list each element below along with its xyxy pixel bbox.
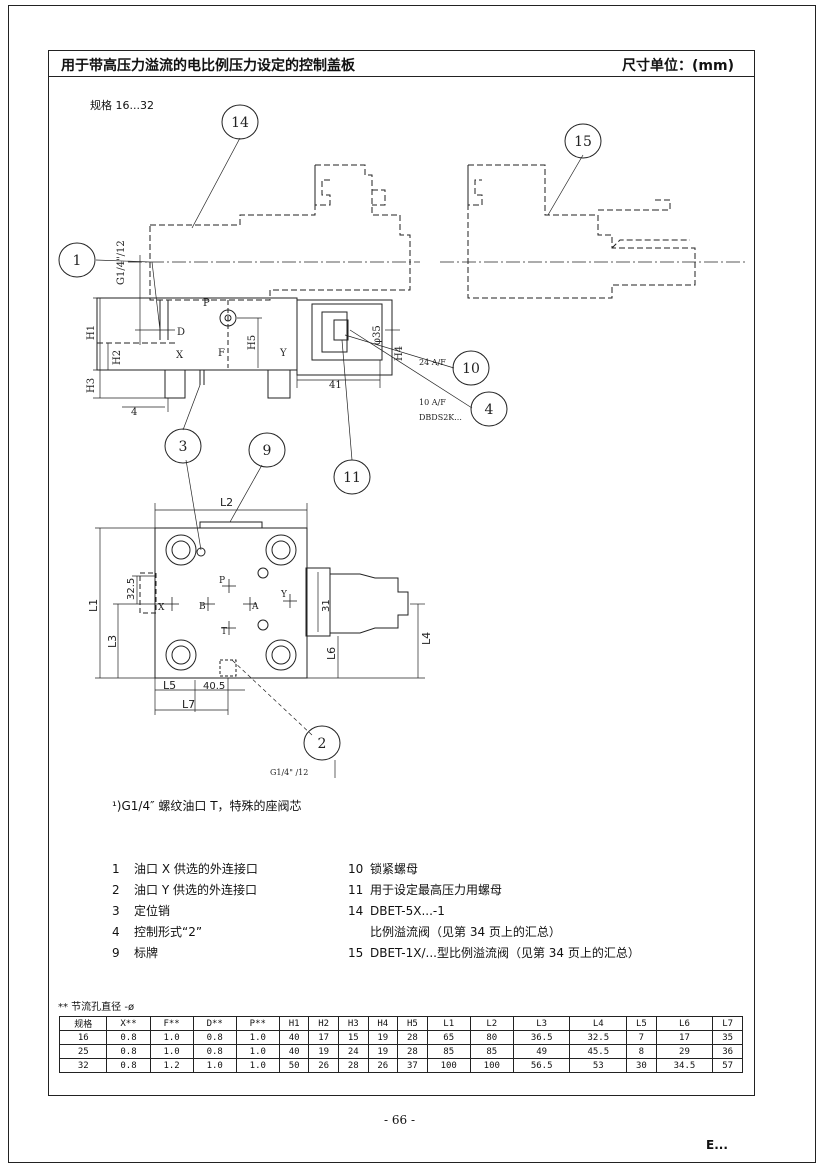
dim-10af: 10 A/F <box>419 398 446 407</box>
dim-x: X <box>176 350 184 361</box>
brand-mark: E... <box>706 1138 728 1152</box>
title-bar: 用于带高压力溢流的电比例压力设定的控制盖板 尺寸单位：(mm) <box>49 51 754 77</box>
dim-l2: L2 <box>220 496 233 509</box>
callouts <box>58 104 602 761</box>
leader-lines <box>95 137 584 736</box>
callout-10 <box>452 350 490 386</box>
dim-p: P <box>203 298 210 309</box>
page-number: - 66 - <box>384 1113 416 1127</box>
dim-41: 41 <box>329 380 342 391</box>
callout-14 <box>221 104 259 140</box>
dim-l5: L5 <box>163 679 176 692</box>
dim-y: Y <box>279 348 287 359</box>
dim-l1: L1 <box>87 599 100 612</box>
callout-15 <box>564 123 602 159</box>
top-view-dims <box>95 503 425 778</box>
dim-g14-12: G1/4"/12 <box>116 240 127 285</box>
dim-l3: L3 <box>106 635 119 648</box>
callout-3-label: 3 <box>179 439 188 455</box>
dim-4: 4 <box>131 407 137 418</box>
callout-11 <box>333 459 371 495</box>
dim-32-5: 32.5 <box>126 578 137 600</box>
page-title: 用于带高压力溢流的电比例压力设定的控制盖板 <box>61 58 355 74</box>
port-b-label: B <box>199 602 206 612</box>
dim-h3: H3 <box>86 378 97 393</box>
valve-14-outline <box>149 164 411 301</box>
port-y-label: Y <box>280 590 288 600</box>
callout-2 <box>303 725 341 761</box>
port-t-label: T <box>221 627 227 637</box>
legend-item: 比例溢流阀（见第 34 页上的汇总） <box>370 925 561 939</box>
port-marks <box>165 579 297 635</box>
callout-1 <box>58 242 96 278</box>
callout-14-label: 14 <box>231 115 249 131</box>
dim-40-5: 40.5 <box>203 681 225 692</box>
dim-l7: L7 <box>182 698 195 711</box>
content-frame: 用于带高压力溢流的电比例压力设定的控制盖板 尺寸单位：(mm) <box>48 50 755 1096</box>
callout-11-label: 11 <box>343 470 361 486</box>
dim-dbds: DBDS2K... <box>419 413 462 422</box>
callout-2-label: 2 <box>318 736 327 752</box>
callout-9-label: 9 <box>263 443 272 459</box>
dim-h2: H2 <box>112 350 123 365</box>
dim-phi35: φ35 <box>372 325 383 345</box>
callout-9 <box>248 432 286 468</box>
port-x-label: X <box>158 603 165 613</box>
footnote: ¹)G1/4″ 螺纹油口 T，特殊的座阀芯 <box>112 799 302 813</box>
dim-h1: H1 <box>86 325 97 340</box>
side-view-body <box>96 297 393 399</box>
port-a-label: A <box>251 602 259 612</box>
dim-d: D <box>177 327 185 338</box>
dim-h4: H4 <box>394 346 405 361</box>
callout-4 <box>470 391 508 427</box>
page-border <box>8 5 816 1163</box>
unit-label: 尺寸单位：(mm) <box>622 58 734 74</box>
dim-l6: L6 <box>325 647 338 660</box>
spec-label: 规格 16...32 <box>90 99 154 112</box>
side-view-dims <box>93 255 400 412</box>
callout-10-label: 10 <box>462 361 480 377</box>
dim-f: F <box>218 348 225 359</box>
dim-31: 31 <box>321 599 332 612</box>
dim-l4: L4 <box>420 632 433 645</box>
callout-4-label: 4 <box>485 402 494 418</box>
table-note: ** 节流孔直径 -ø <box>58 1002 135 1013</box>
dim-g14-12-bottom: G1/4" /12 <box>270 768 308 777</box>
callout-3 <box>164 428 202 464</box>
technical-drawing: G1/4"/12 H1 H2 H3 D X P F Y H5 4 41 φ35 … <box>58 104 745 778</box>
top-view-body <box>139 521 409 679</box>
callout-15-label: 15 <box>574 134 592 150</box>
valve-15-outline <box>467 164 696 299</box>
dim-24af: 24 A/F <box>419 358 446 367</box>
callout-1-label: 1 <box>73 253 82 269</box>
dim-h5: H5 <box>247 335 258 350</box>
port-p-label: P <box>219 576 225 586</box>
